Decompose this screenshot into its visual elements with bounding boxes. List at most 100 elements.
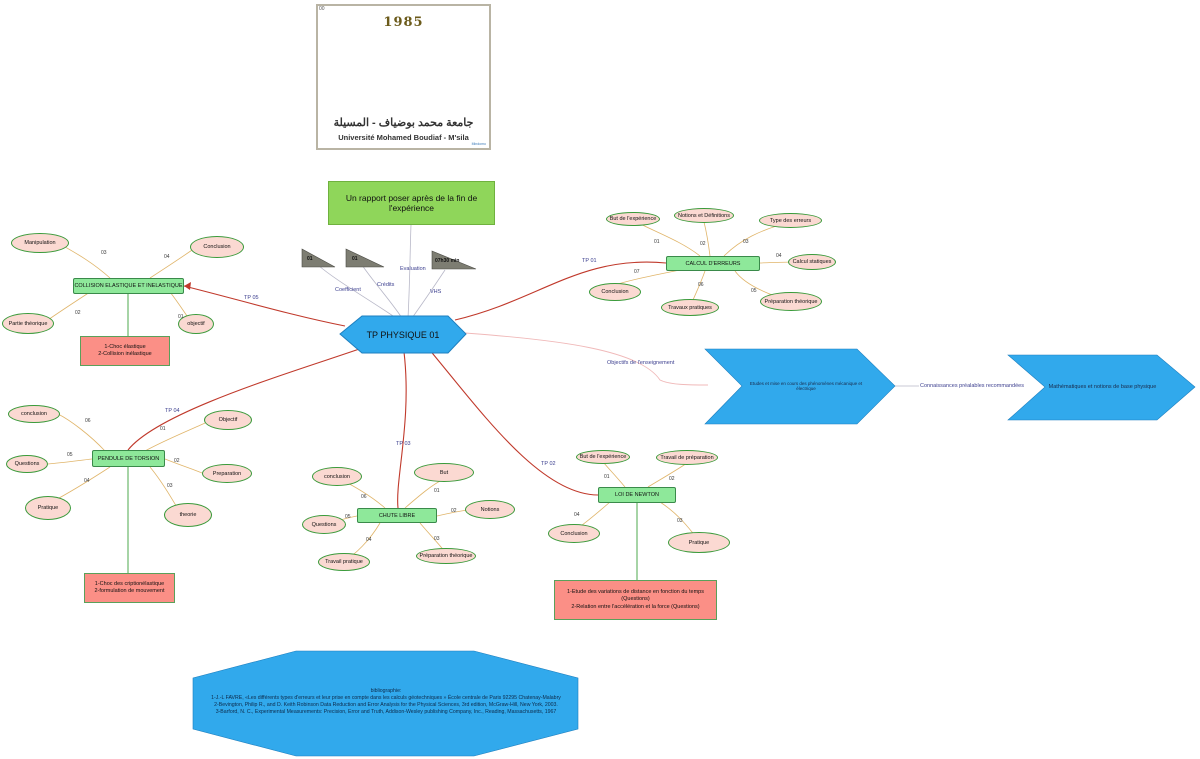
tp05-item-objectif[interactable]: objectif	[178, 314, 214, 334]
tp04-num-02: 02	[174, 458, 180, 464]
logo-index: 00	[319, 6, 325, 12]
tp05-item-theorique[interactable]: Partie théorique	[2, 313, 54, 334]
edge-tp04	[127, 345, 369, 451]
tp03-num-03: 03	[434, 536, 440, 542]
tp03-num-04: 04	[366, 537, 372, 543]
tp01-item-notions[interactable]: Notions et Définitions	[674, 208, 734, 223]
tp01-num-01: 01	[654, 239, 660, 245]
central-topic-label: TP PHYSIQUE 01	[366, 329, 440, 340]
tp01-item-but[interactable]: But de l'expérience	[606, 212, 660, 226]
tp04-item-objectif[interactable]: Objectif	[204, 410, 252, 430]
tp05-note[interactable]: 1-Choc élastique 2-Collision inélastique	[80, 336, 170, 366]
tp01-node[interactable]: CALCUL D'ERREURS	[666, 256, 760, 271]
bibliography-ref-3: 3-Barford, N. C., Experimental Measureme…	[215, 709, 557, 716]
tp02-num-04: 04	[574, 512, 580, 518]
prereq-node[interactable]: Mathématiques et notions de base physiqu…	[1045, 372, 1160, 402]
edge-label-credits: Crédits	[377, 282, 395, 288]
tp04-num-03: 03	[167, 483, 173, 489]
prereq-shape	[1007, 354, 1196, 421]
tp02-node[interactable]: LOI DE NEWTON	[598, 487, 676, 503]
bibliography[interactable]: bibliographie: 1-J.-L FAVRE, «Les différ…	[196, 672, 576, 732]
tp02-item-pratique[interactable]: Pratique	[668, 532, 730, 553]
tp03-num-02: 02	[451, 508, 457, 514]
bibliography-title: bibliographie:	[370, 687, 402, 694]
hub-shape	[339, 315, 467, 354]
tp01-item-preparation[interactable]: Préparation théorique	[760, 292, 822, 311]
tp04-item-pratique[interactable]: Pratique	[25, 496, 71, 520]
flag-vhs-value: 07h30 min	[435, 258, 460, 264]
edge-label-objectifs: Objectifs de l'enseignement	[607, 360, 675, 366]
logo-arabic-name: جامعة محمد بوضياف - المسيلة	[333, 117, 474, 129]
logo-badge: Mindomo	[471, 142, 486, 146]
tp02-note-line-1: 1-Etude des variations de distance en fo…	[567, 588, 704, 603]
edge-label-coefficient: Coefficient	[335, 287, 361, 293]
tp01-num-05: 05	[751, 288, 757, 294]
edge-label-tp01: TP 01	[582, 258, 597, 264]
tp01-item-travaux[interactable]: Travaux pratiques	[661, 299, 719, 316]
tp05-item-manipulation[interactable]: Manipulation	[11, 233, 69, 253]
flag-coefficient-value: 01	[307, 256, 313, 262]
tp03-item-questions[interactable]: Questions	[302, 515, 346, 534]
tp04-num-01: 01	[160, 426, 166, 432]
edge-label-prereq: Connaissances préalables recommandées	[919, 383, 1025, 389]
tp01-item-conclusion[interactable]: Conclusion	[589, 283, 641, 301]
edge-tp01	[454, 261, 667, 321]
tp02-num-01: 01	[604, 474, 610, 480]
tp04-item-conclusion[interactable]: conclusion	[8, 405, 60, 423]
bibliography-ref-2: 2-Bevington, Philip R., and D. Keith Rob…	[214, 702, 558, 708]
tp04-note-line-1: 1-Choc des criptionélastique	[94, 580, 165, 587]
objectifs-text: Etudes et mise en cours des phénomènes m…	[749, 381, 863, 391]
edge-credits	[361, 264, 403, 319]
logo-year: 1985	[383, 15, 424, 30]
tp04-item-preparation[interactable]: Preparation	[202, 464, 252, 483]
tp01-num-06: 06	[698, 282, 704, 288]
tp03-item-conclusion[interactable]: conclusion	[312, 467, 362, 486]
flag-credits-shape	[345, 248, 385, 268]
tp05-num-01: 01	[178, 314, 184, 320]
tp03-num-01: 01	[434, 488, 440, 494]
bibliography-ref-1: 1-J.-L FAVRE, «Les différents types d'er…	[211, 694, 561, 701]
evaluation-box[interactable]: Un rapport poser après de la fin de l'ex…	[328, 181, 495, 225]
tp01-num-02: 02	[700, 241, 706, 247]
tp02-item-conclusion[interactable]: Conclusion	[548, 524, 600, 543]
tp03-num-05: 05	[345, 514, 351, 520]
tp01-num-03: 03	[743, 239, 749, 245]
logo-french-name: Université Mohamed Boudiaf - M'sila	[338, 133, 469, 142]
tp05-node[interactable]: COLLISION ELASTIQUE ET INELASTIQUE	[73, 278, 184, 294]
tp01-item-calcul[interactable]: Calcul statiques	[788, 254, 836, 270]
tp03-item-travail[interactable]: Travail pratique	[318, 553, 370, 571]
tp03-item-preparation[interactable]: Préparation théorique	[416, 548, 476, 564]
tp05-item-conclusion[interactable]: Conclusion	[190, 236, 244, 258]
edge-label-tp04: TP 04	[165, 408, 180, 414]
tp02-item-but[interactable]: But de l'expérience	[576, 450, 630, 464]
tp02-item-preparation[interactable]: Travail de préparation	[656, 450, 718, 465]
tp05-num-02: 02	[75, 310, 81, 316]
objectifs-node[interactable]: Etudes et mise en cours des phénomènes m…	[742, 370, 870, 402]
tp04-num-04: 04	[84, 478, 90, 484]
tp04-num-06: 06	[85, 418, 91, 424]
tp04-item-questions[interactable]: Questions	[6, 455, 48, 473]
tp03-item-but[interactable]: But	[414, 463, 474, 482]
tp04-node[interactable]: PENDULE DE TORSION	[92, 450, 165, 467]
tp02-note[interactable]: 1-Etude des variations de distance en fo…	[554, 580, 717, 620]
tp04-item-theorie[interactable]: theorie	[164, 503, 212, 527]
central-topic[interactable]: TP PHYSIQUE 01	[340, 316, 466, 353]
tp04-note[interactable]: 1-Choc des criptionélastique 2-formulati…	[84, 573, 175, 603]
tp01-item-types-erreurs[interactable]: Type des erreurs	[759, 213, 822, 228]
edge-coefficient	[317, 264, 397, 319]
tp02-num-03: 03	[677, 518, 683, 524]
tp03-item-notions[interactable]: Notions	[465, 500, 515, 519]
tp04-note-line-2: 2-formulation de mouvement	[94, 588, 165, 594]
tp01-num-07: 07	[634, 269, 640, 275]
prereq-text: Mathématiques et notions de base physiqu…	[1048, 384, 1157, 390]
edge-vhs	[411, 269, 446, 319]
edge-label-tp02: TP 02	[541, 461, 556, 467]
tp05-note-line-2: 2-Collision inélastique	[98, 351, 152, 357]
tp05-note-line-1: 1-Choc élastique	[104, 343, 146, 350]
flag-credits-value: 01	[352, 256, 358, 262]
edge-tp05	[183, 285, 346, 327]
tp03-node[interactable]: CHUTE LIBRE	[357, 508, 437, 523]
tp05-num-03: 03	[101, 250, 107, 256]
edge-objectifs	[464, 332, 709, 386]
